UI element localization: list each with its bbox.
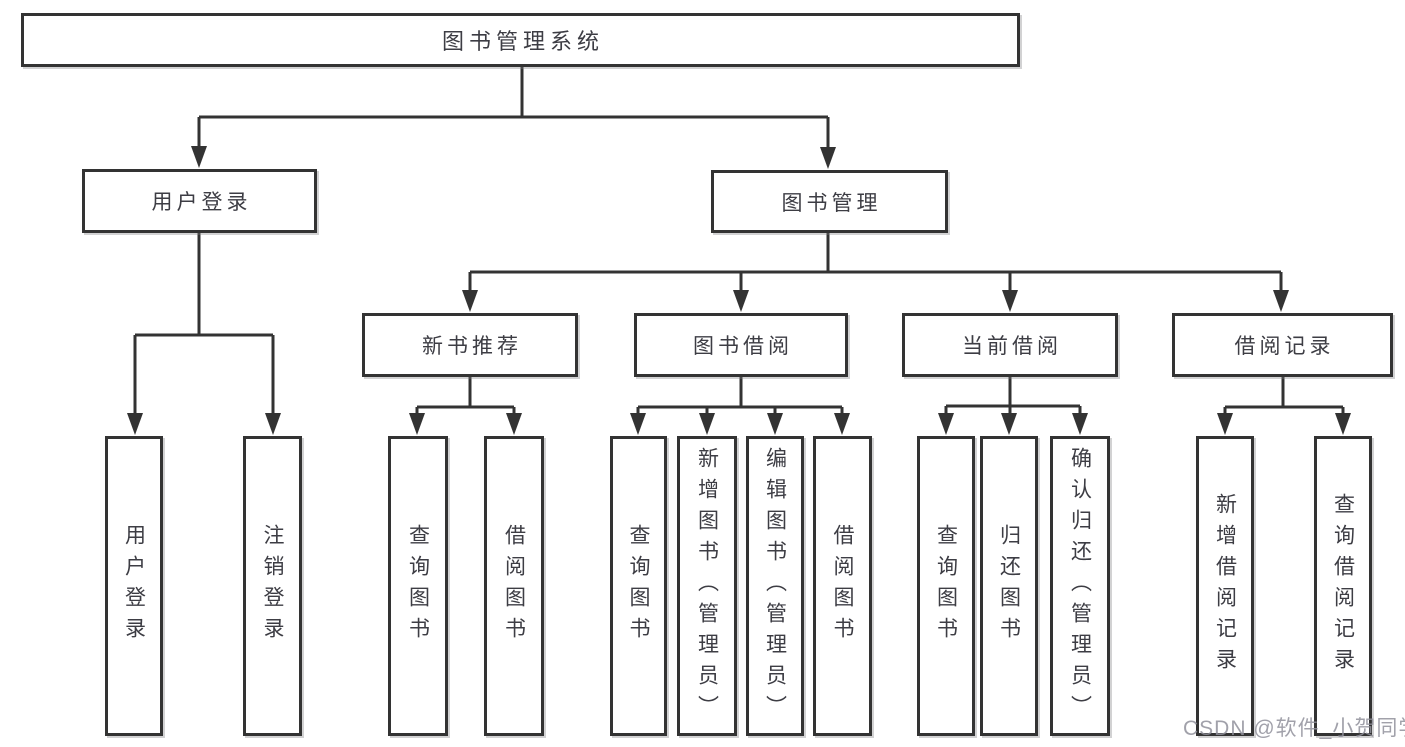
leaf-bb-add-books-admin-label: 新增图书（管理员） [695, 446, 719, 726]
edge-bookborrow-to-leaves [636, 377, 844, 419]
arrowheads [127, 146, 1351, 435]
leaf-bb-add-books-admin: 新增图书（管理员） [677, 436, 737, 736]
leaf-br-add-record: 新增借阅记录 [1196, 436, 1254, 736]
csdn-watermark: CSDN @软件_小贺同学 [1183, 717, 1405, 740]
leaf-bb-edit-books-admin-label: 编辑图书（管理员） [763, 446, 787, 726]
leaf-bb-query-books: 查询图书 [610, 436, 667, 736]
node-book-borrow-label: 图书借阅 [693, 335, 793, 358]
leaf-br-query-record: 查询借阅记录 [1314, 436, 1372, 736]
node-root-label: 图书管理系统 [441, 29, 604, 54]
leaf-rec-query-books: 查询图书 [388, 436, 448, 736]
node-user-login: 用户登录 [82, 169, 317, 233]
node-current-borrow: 当前借阅 [902, 313, 1118, 377]
leaf-br-query-record-label: 查询借阅记录 [1331, 493, 1355, 679]
leaf-cb-query-books: 查询图书 [917, 436, 975, 736]
leaf-user-login: 用户登录 [105, 436, 163, 736]
leaf-cb-confirm-return-admin-label: 确认归还（管理员） [1068, 446, 1092, 726]
leaf-logout-label: 注销登录 [261, 524, 284, 648]
node-borrow-records: 借阅记录 [1172, 313, 1393, 377]
edge-bookmgmt-to-level3 [468, 233, 1283, 296]
edge-root-to-level2 [197, 67, 830, 153]
node-book-borrow: 图书借阅 [634, 313, 848, 377]
edge-newbookrec-to-leaves [415, 377, 516, 419]
edge-currentborrow-to-leaves [944, 377, 1082, 419]
node-book-mgmt-label: 图书管理 [781, 191, 882, 215]
leaf-rec-query-books-label: 查询图书 [406, 524, 430, 648]
leaf-bb-borrow-books: 借阅图书 [813, 436, 872, 736]
leaf-logout: 注销登录 [243, 436, 302, 736]
leaf-cb-query-books-label: 查询图书 [934, 524, 958, 648]
edge-borrowrecords-to-leaves [1223, 377, 1345, 419]
node-root: 图书管理系统 [21, 13, 1020, 67]
leaf-cb-return-books-label: 归还图书 [997, 524, 1021, 648]
leaf-user-login-label: 用户登录 [122, 524, 146, 648]
leaf-bb-edit-books-admin: 编辑图书（管理员） [746, 436, 804, 736]
edge-userlogin-to-leaves [133, 233, 275, 419]
node-user-login-label: 用户登录 [151, 191, 252, 214]
leaf-bb-borrow-books-label: 借阅图书 [831, 524, 854, 648]
leaf-rec-borrow-books-label: 借阅图书 [502, 524, 526, 648]
leaf-br-add-record-label: 新增借阅记录 [1213, 493, 1237, 679]
node-borrow-records-label: 借阅记录 [1234, 335, 1335, 358]
node-new-book-rec-label: 新书推荐 [422, 335, 522, 358]
node-current-borrow-label: 当前借阅 [962, 335, 1062, 358]
node-new-book-rec: 新书推荐 [362, 313, 578, 377]
leaf-rec-borrow-books: 借阅图书 [484, 436, 544, 736]
node-book-mgmt: 图书管理 [711, 170, 948, 233]
leaf-cb-return-books: 归还图书 [980, 436, 1038, 736]
leaf-bb-query-books-label: 查询图书 [627, 524, 650, 648]
leaf-cb-confirm-return-admin: 确认归还（管理员） [1050, 436, 1110, 736]
